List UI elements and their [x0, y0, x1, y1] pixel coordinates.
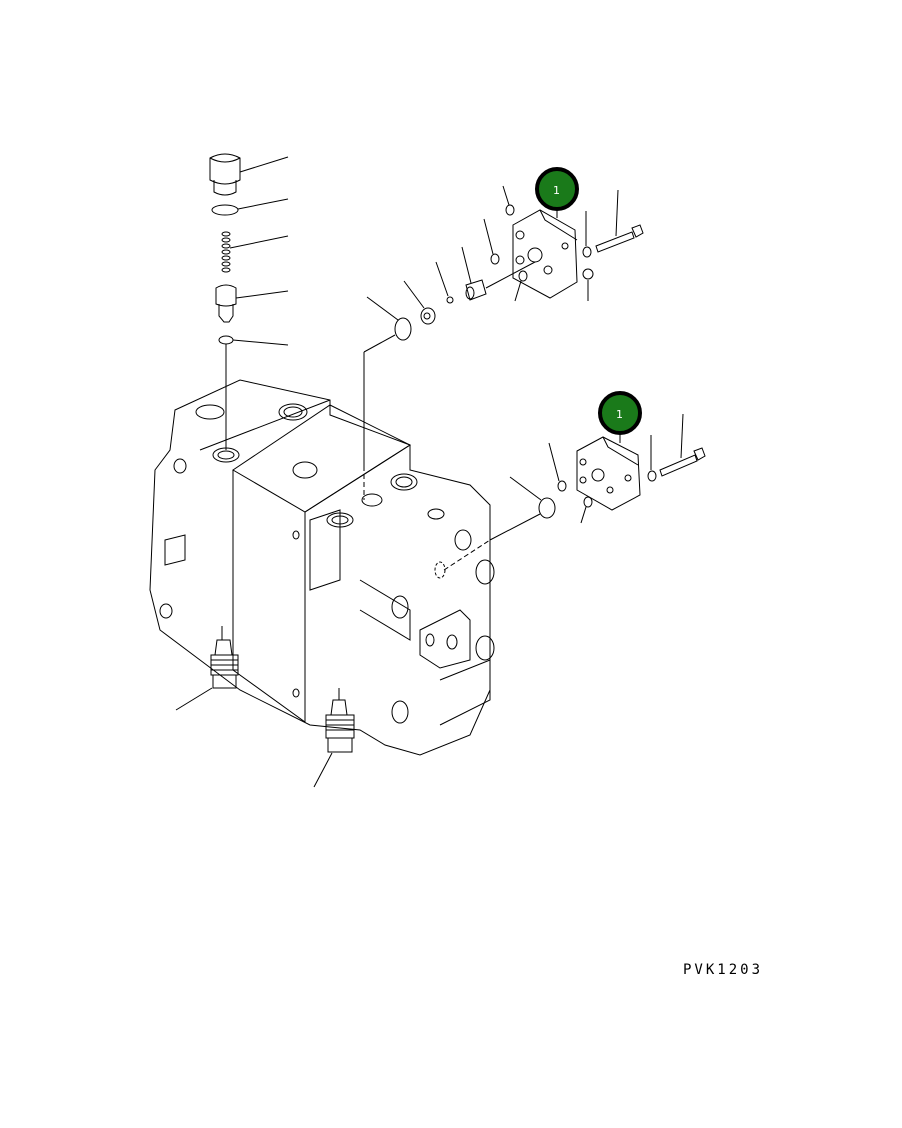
small-ring-part — [218, 335, 234, 345]
plug-part — [209, 153, 289, 196]
valve-body — [149, 379, 495, 756]
fitting-left — [175, 626, 239, 711]
callout-badge-1-upper[interactable]: 1 — [535, 167, 579, 218]
drawing-code: PVK1203 — [683, 962, 764, 978]
lower-fittings — [175, 626, 355, 788]
upper-cover-assembly — [363, 185, 644, 470]
callout-badge-1-lower[interactable]: 1 — [598, 391, 642, 443]
relief-valve-stack — [209, 153, 289, 450]
spring-part — [221, 231, 289, 273]
callout-label: 1 — [553, 184, 560, 197]
o-ring-part — [211, 204, 239, 216]
fitting-right — [313, 688, 355, 788]
poppet-part — [215, 284, 289, 323]
callout-label: 1 — [616, 408, 623, 421]
lower-cover-assembly — [489, 413, 706, 541]
